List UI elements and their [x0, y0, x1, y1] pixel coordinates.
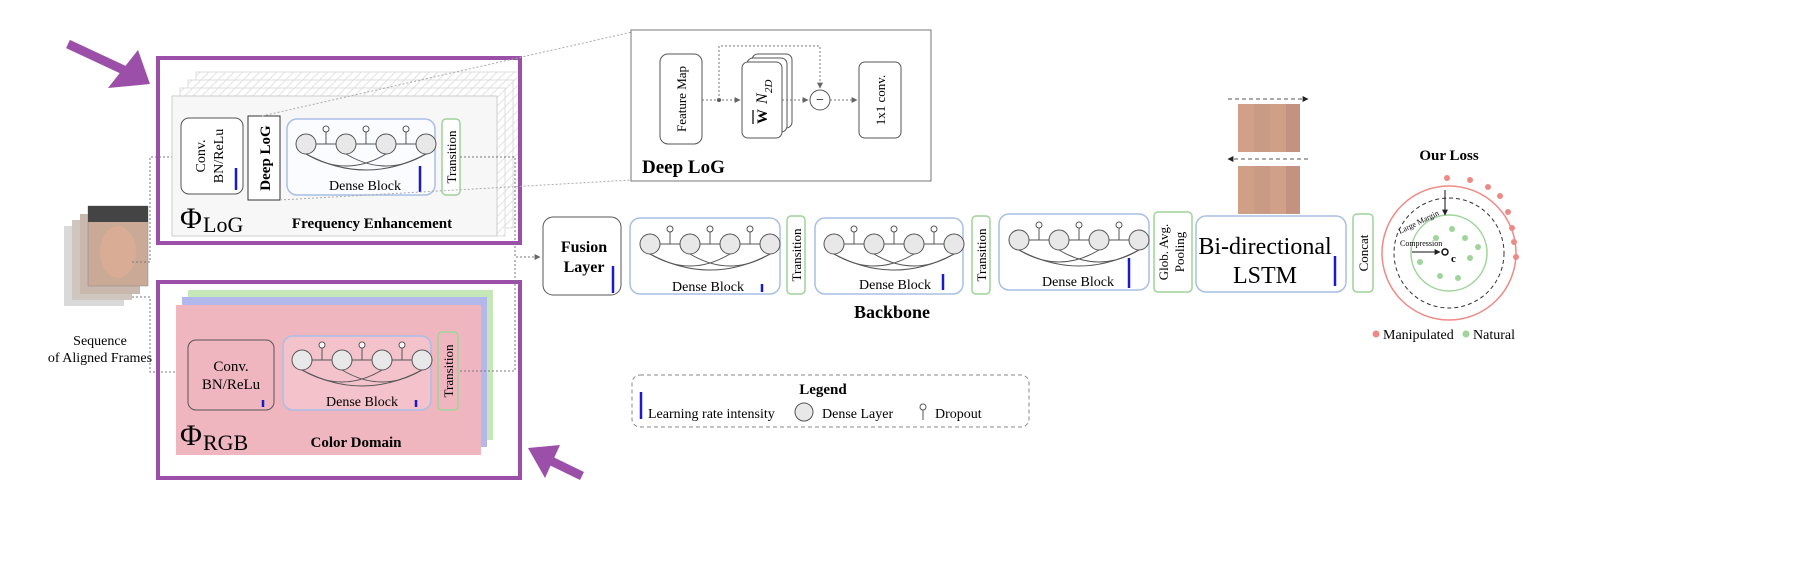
concat-label: Concat: [1356, 234, 1371, 271]
global-pooling-box: [1153, 211, 1193, 293]
legend-natural: Natural: [1473, 328, 1515, 343]
pooling-line1: Glob. Avg.: [1156, 224, 1171, 280]
backbone-dense-block-2: [814, 217, 964, 295]
legend-manipulated: Manipulated: [1383, 328, 1454, 343]
legend-panel: Legend Learning rate intensity Dense Lay…: [631, 374, 1030, 428]
feature-map-box: [659, 53, 703, 145]
legend-title: Legend: [799, 382, 847, 398]
rgb-dense-block: [282, 335, 432, 411]
rgb-transition-label: Transition: [441, 344, 456, 397]
lstm-face-sequences: [1227, 96, 1309, 214]
w-symbol: W: [755, 109, 771, 124]
rgb-branch: Conv. BN/ReLu Dense Block Transition Φ R…: [176, 290, 493, 455]
log-conv-line2: BN/ReLu: [212, 129, 227, 183]
input-label-line2: of Aligned Frames: [48, 351, 152, 366]
log-transition-label: Transition: [444, 130, 459, 183]
backbone-transition-2-label: Transition: [974, 228, 989, 281]
feature-map-label: Feature Map: [674, 66, 689, 132]
deep-log-label: Deep LoG: [258, 125, 274, 191]
rgb-dense-block-label: Dense Block: [326, 395, 398, 410]
legend-dropout: Dropout: [935, 407, 982, 422]
log-conv-line1: Conv.: [194, 140, 209, 173]
backbone-transition-1: [786, 215, 806, 295]
legend-learning-rate: Learning rate intensity: [648, 407, 775, 422]
branch-connectors: [460, 156, 541, 372]
backbone-title: Backbone: [854, 302, 930, 322]
concat-box: [1352, 213, 1374, 293]
subtract-symbol: −: [816, 93, 824, 108]
backbone-transition-1-label: Transition: [789, 228, 804, 281]
loss-panel: Our Loss c Large Margin Compression Mani…: [1372, 148, 1519, 343]
phi-rgb-sub: RGB: [203, 430, 248, 455]
log-branch: Conv. BN/ReLu Deep LoG Dense Block Trans…: [171, 71, 522, 237]
rgb-conv-box: [187, 339, 275, 411]
lstm-line2: LSTM: [1233, 263, 1297, 289]
backbone-dense-block-3: [998, 213, 1150, 291]
backbone-dense-block-1: [629, 217, 781, 295]
fusion-line1: Fusion: [561, 239, 607, 256]
purple-arrow-top: [66, 39, 150, 88]
log-dense-block-label: Dense Block: [329, 179, 401, 194]
phi-log: Φ: [180, 202, 202, 235]
rgb-transition-box: [437, 331, 459, 411]
deep-log-detail: Feature Map W N 2D − 1x1 conv. Deep LoG: [630, 29, 932, 182]
log-branch-title: Frequency Enhancement: [292, 216, 452, 232]
input-frames: [64, 205, 149, 306]
bilstm-box: [1195, 215, 1347, 293]
fusion-layer-box: [542, 216, 622, 296]
rgb-branch-title: Color Domain: [311, 435, 403, 451]
n2d-sub: 2D: [763, 80, 775, 94]
fusion-line2: Layer: [564, 259, 605, 276]
log-highlight-box: [156, 56, 522, 245]
deep-log-detail-title: Deep LoG: [642, 157, 725, 178]
rgb-highlight-box: [156, 280, 522, 480]
log-conv-box: [180, 117, 244, 195]
backbone-transition-2: [971, 215, 991, 295]
input-label-line1: Sequence: [73, 334, 127, 349]
conv1x1-label: 1x1 conv.: [873, 75, 888, 125]
phi-log-sub: LoG: [203, 212, 243, 237]
compression-label: Compression: [1400, 239, 1442, 248]
deep-log-box: [247, 115, 281, 201]
phi-rgb: Φ: [180, 419, 202, 452]
legend-dense-layer: Dense Layer: [822, 407, 893, 422]
loss-title: Our Loss: [1419, 148, 1478, 164]
backbone-dense-block-1-label: Dense Block: [672, 280, 744, 295]
lstm-line1: Bi-directional: [1198, 234, 1332, 260]
center-c: c: [1451, 253, 1456, 265]
rgb-conv-line1: Conv.: [213, 359, 248, 375]
pooling-line2: Pooling: [1172, 231, 1187, 272]
conv1x1-box: [858, 61, 902, 139]
n2d-symbol: N: [754, 92, 771, 105]
rgb-conv-line2: BN/ReLu: [202, 377, 261, 393]
purple-arrow-bottom: [528, 445, 584, 481]
backbone-dense-block-3-label: Dense Block: [1042, 275, 1114, 290]
input-connectors: [132, 154, 189, 375]
backbone-dense-block-2-label: Dense Block: [859, 278, 931, 293]
backbone: Fusion Layer Dense Block Transition Dens…: [542, 211, 1374, 322]
